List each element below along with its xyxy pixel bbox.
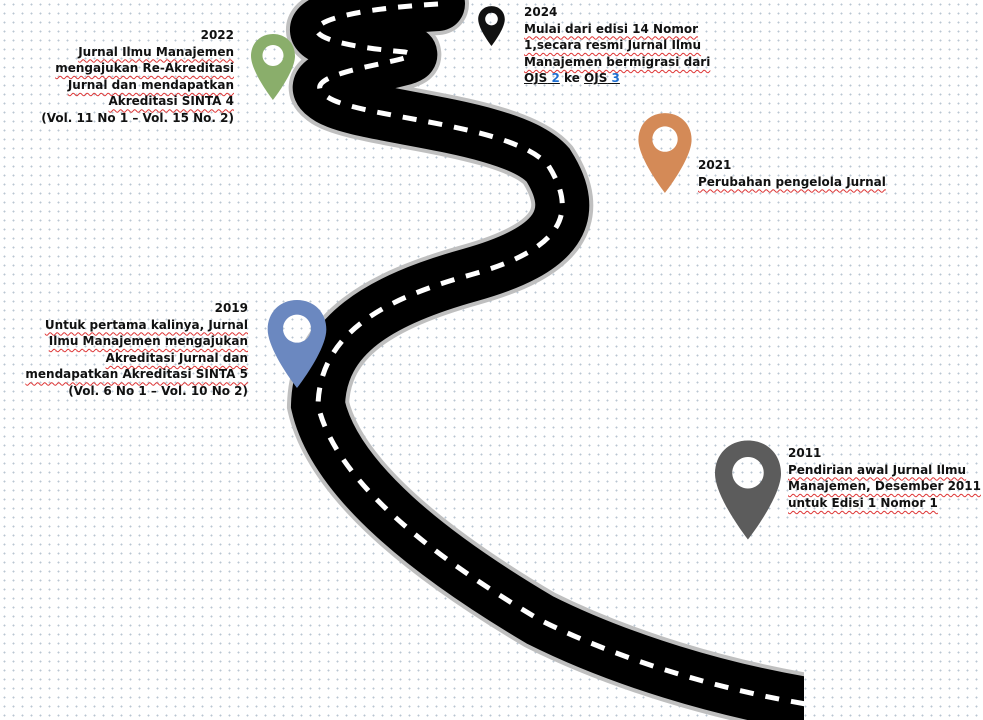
milestone-2019-year: 2019 — [214, 301, 248, 315]
milestone-2019: 2019 Untuk pertama kalinya, Jurnal Ilmu … — [25, 300, 248, 400]
pin-2021-shape — [638, 113, 692, 193]
milestone-2019-line-3: Akreditasi Jurnal dan — [105, 350, 248, 365]
location-pin-icon-2019 — [267, 300, 327, 388]
milestone-2011: 2011 Pendirian awal Jurnal Ilmu Manajeme… — [788, 445, 981, 511]
milestone-2011-line-2: Manajemen, Desember 2011 — [788, 479, 981, 494]
milestone-2021-year: 2021 — [698, 158, 732, 172]
milestone-2024-line-2: 1,secara resmi Jurnal Ilmu — [524, 38, 702, 53]
milestone-2024-year: 2024 — [524, 5, 558, 19]
road-surface — [289, 0, 804, 720]
milestone-2022: 2022 Jurnal Ilmu Manajemen mengajukan Re… — [41, 27, 234, 127]
location-pin-icon-2024 — [478, 6, 505, 46]
ojs-to-label: OJS — [584, 71, 608, 86]
ojs-connector: ke — [564, 71, 580, 86]
milestone-2022-line-1: Jurnal Ilmu Manajemen — [78, 44, 234, 59]
milestone-2019-line-2: Ilmu Manajemen mengajukan — [48, 334, 248, 349]
milestone-2019-volume: (Vol. 6 No 1 – Vol. 10 No 2) — [68, 383, 248, 398]
ojs-from-label: OJS — [524, 71, 548, 86]
milestone-2024-line-4: OJS 2 ke OJS 3 — [524, 70, 710, 87]
milestone-2024-line-3: Manajemen bermigrasi dari — [524, 54, 711, 69]
milestone-2024-line-1: Mulai dari edisi 14 Nomor — [524, 21, 698, 36]
milestone-2022-line-4: Akreditasi SINTA 4 — [108, 94, 234, 109]
milestone-2024: 2024 Mulai dari edisi 14 Nomor 1,secara … — [524, 4, 710, 87]
pin-2022-shape — [251, 34, 295, 100]
milestone-2019-line-4: mendapatkan Akreditasi SINTA 5 — [25, 367, 248, 382]
location-pin-icon-2011 — [715, 440, 781, 540]
milestone-2022-line-3: Jurnal dan mendapatkan — [67, 77, 234, 92]
milestone-2022-year: 2022 — [200, 28, 234, 42]
milestone-2021-line-1: Perubahan pengelola Jurnal — [698, 174, 886, 189]
milestone-2022-volume: (Vol. 11 No 1 – Vol. 15 No. 2) — [41, 110, 234, 125]
pin-2011-shape — [715, 440, 781, 540]
pin-2019-shape — [267, 300, 327, 388]
milestone-2011-year: 2011 — [788, 446, 822, 460]
ojs-to: OJS 3 — [584, 71, 620, 85]
milestone-2011-line-1: Pendirian awal Jurnal Ilmu — [788, 462, 967, 477]
pin-2024-shape — [478, 6, 505, 46]
ojs-from-number: 2 — [551, 71, 560, 86]
milestone-2022-line-2: mengajukan Re-Akreditasi — [55, 61, 234, 76]
location-pin-icon-2022 — [251, 34, 295, 100]
location-pin-icon-2021 — [638, 113, 692, 193]
milestone-2021: 2021 Perubahan pengelola Jurnal — [698, 157, 886, 190]
milestone-2011-line-3: untuk Edisi 1 Nomor 1 — [788, 495, 938, 510]
milestone-2019-line-1: Untuk pertama kalinya, Jurnal — [44, 317, 248, 332]
ojs-to-number: 3 — [611, 71, 620, 86]
ojs-from: OJS 2 — [524, 71, 560, 85]
